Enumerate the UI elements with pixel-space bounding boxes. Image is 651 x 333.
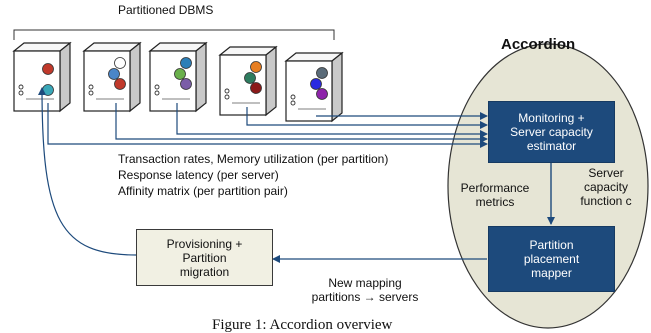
provisioning-migration-box: Provisioning + Partition migration xyxy=(136,229,273,286)
server-4 xyxy=(218,45,278,117)
partition-dot xyxy=(114,57,126,69)
metrics-arrow-3 xyxy=(176,103,488,138)
dbms-bracket xyxy=(13,29,335,40)
metrics-arrow-2 xyxy=(115,103,488,143)
capacity-function-label: Server capacity function c xyxy=(580,166,632,208)
partition-dot xyxy=(310,78,322,90)
metrics-line-1: Transaction rates, Memory utilization (p… xyxy=(118,152,389,166)
partition-dot xyxy=(244,72,256,84)
partition-dot xyxy=(316,67,328,79)
partition-dot xyxy=(250,61,262,73)
accordion-title: Accordion xyxy=(501,36,576,53)
partition-dot xyxy=(250,82,262,94)
figure-caption: Figure 1: Accordion overview xyxy=(212,317,393,333)
metrics-line-3: Affinity matrix (per partition pair) xyxy=(118,184,288,198)
server-1 xyxy=(12,41,72,113)
placement-mapper-box: Partition placement mapper xyxy=(488,226,615,292)
partition-dot xyxy=(180,57,192,69)
partition-dot xyxy=(114,78,126,90)
monitoring-estimator-box: Monitoring + Server capacity estimator xyxy=(488,101,615,163)
partition-dot xyxy=(316,88,328,100)
server-group xyxy=(12,41,344,123)
migration-arrow xyxy=(38,87,137,256)
partition-dot xyxy=(108,68,120,80)
partition-dot xyxy=(180,78,192,90)
server-2 xyxy=(82,41,142,113)
server-5 xyxy=(284,51,344,123)
partition-dot xyxy=(42,63,54,75)
metrics-arrow-1 xyxy=(47,103,488,148)
performance-metrics-label: Performance metrics xyxy=(460,181,530,209)
partition-dot xyxy=(42,84,54,96)
metrics-line-2: Response latency (per server) xyxy=(118,168,279,182)
server-3 xyxy=(148,41,208,113)
metrics-arrow-4 xyxy=(246,107,488,129)
new-mapping-label: New mapping partitions → servers xyxy=(311,276,419,304)
partition-dot xyxy=(174,68,186,80)
dbms-title: Partitioned DBMS xyxy=(118,3,214,17)
